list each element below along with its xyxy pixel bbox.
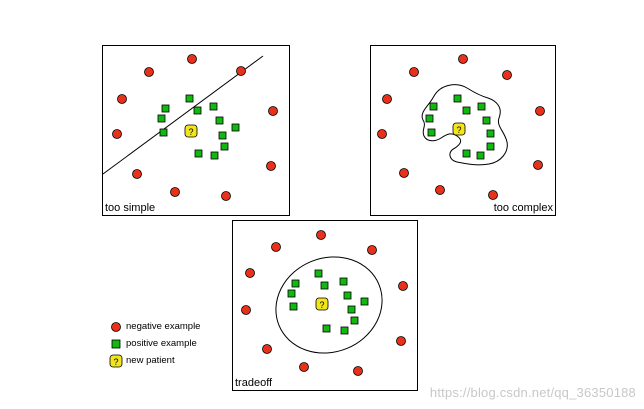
positive-example <box>287 289 296 298</box>
positive-example <box>477 102 486 111</box>
positive-example <box>360 297 369 306</box>
negative-example <box>458 54 468 64</box>
negative-example <box>262 344 272 354</box>
positive-example <box>210 151 219 160</box>
negative-example <box>299 362 309 372</box>
positive-example <box>157 114 166 123</box>
panel-label-too-complex: too complex <box>493 202 553 214</box>
negative-example-icon <box>111 321 121 332</box>
negative-example <box>117 94 127 104</box>
panel-too-complex-canvas: ? <box>377 54 545 200</box>
panel-tradeoff: ? tradeoff <box>232 220 418 391</box>
positive-example <box>343 291 352 300</box>
negative-example <box>266 161 276 171</box>
negative-example <box>245 268 255 278</box>
new-patient-icon: ? <box>109 354 123 367</box>
negative-example <box>398 281 408 291</box>
positive-example <box>231 123 240 132</box>
legend-label-positive: positive example <box>126 338 197 349</box>
negative-example <box>271 242 281 252</box>
negative-example <box>236 66 246 76</box>
new-patient-symbol: ? <box>319 300 324 310</box>
positive-example <box>215 116 224 125</box>
positive-example <box>209 102 218 111</box>
panel-too-simple-canvas: ? <box>103 54 278 201</box>
positive-example <box>218 131 227 140</box>
positive-example <box>220 142 229 151</box>
positive-example <box>193 106 202 115</box>
negative-example <box>502 70 512 80</box>
negative-example <box>535 106 545 116</box>
positive-example <box>289 302 298 311</box>
negative-example <box>435 185 445 195</box>
positive-example <box>161 104 170 113</box>
positive-example <box>314 269 323 278</box>
legend-label-negative: negative example <box>126 321 201 332</box>
overfit-decision-boundary <box>421 84 508 166</box>
positive-example <box>476 151 485 160</box>
panel-too-complex: ? too complex <box>370 45 556 216</box>
positive-example <box>427 128 436 137</box>
positive-example <box>347 305 356 314</box>
positive-example <box>486 142 495 151</box>
positive-example <box>159 128 168 137</box>
positive-example <box>339 277 348 286</box>
positive-example <box>486 129 495 138</box>
new-patient-marker: ? <box>315 297 329 311</box>
panel-label-too-simple: too simple <box>105 202 156 214</box>
panel-label-tradeoff: tradeoff <box>235 377 273 389</box>
negative-example <box>241 305 251 315</box>
negative-example <box>170 187 180 197</box>
positive-example <box>340 326 349 335</box>
positive-example <box>482 116 491 125</box>
new-patient-symbol: ? <box>456 125 461 135</box>
new-patient-symbol: ? <box>188 127 193 137</box>
positive-example <box>322 324 331 333</box>
negative-example <box>367 245 377 255</box>
negative-example <box>409 67 419 77</box>
panel-tradeoff-canvas: ? <box>241 230 408 376</box>
negative-example <box>221 191 231 201</box>
negative-example <box>268 106 278 116</box>
positive-example <box>320 281 329 290</box>
positive-example <box>185 94 194 103</box>
positive-example <box>462 149 471 158</box>
negative-example <box>144 67 154 77</box>
positive-example <box>453 94 462 103</box>
negative-example <box>377 129 387 139</box>
negative-example <box>316 230 326 240</box>
negative-example <box>399 168 409 178</box>
legend-item-positive: positive example <box>109 335 200 352</box>
new-patient-marker: ? <box>184 124 198 138</box>
linear-decision-boundary <box>103 55 264 175</box>
legend-label-new-patient: new patient <box>126 355 175 366</box>
positive-example <box>429 102 438 111</box>
negative-example <box>353 366 363 376</box>
legend-item-new-patient: ? new patient <box>109 352 200 369</box>
legend: negative example positive example ? new … <box>109 318 200 369</box>
negative-example <box>187 54 197 64</box>
positive-example <box>194 149 203 158</box>
positive-example-icon <box>111 339 121 348</box>
negative-example <box>396 336 406 346</box>
negative-example <box>132 169 142 179</box>
panel-too-simple: ? too simple <box>102 45 290 216</box>
positive-example <box>291 279 300 288</box>
negative-example <box>112 129 122 139</box>
positive-example <box>350 316 359 325</box>
balanced-decision-boundary <box>275 256 383 354</box>
positive-example <box>462 106 471 115</box>
watermark: https://blog.csdn.net/qq_36350188 <box>429 385 636 400</box>
negative-example <box>533 160 543 170</box>
new-patient-marker: ? <box>452 122 466 136</box>
legend-item-negative: negative example <box>109 318 200 335</box>
new-patient-symbol: ? <box>113 357 118 367</box>
negative-example <box>488 190 498 200</box>
positive-example <box>425 114 434 123</box>
negative-example <box>382 94 392 104</box>
